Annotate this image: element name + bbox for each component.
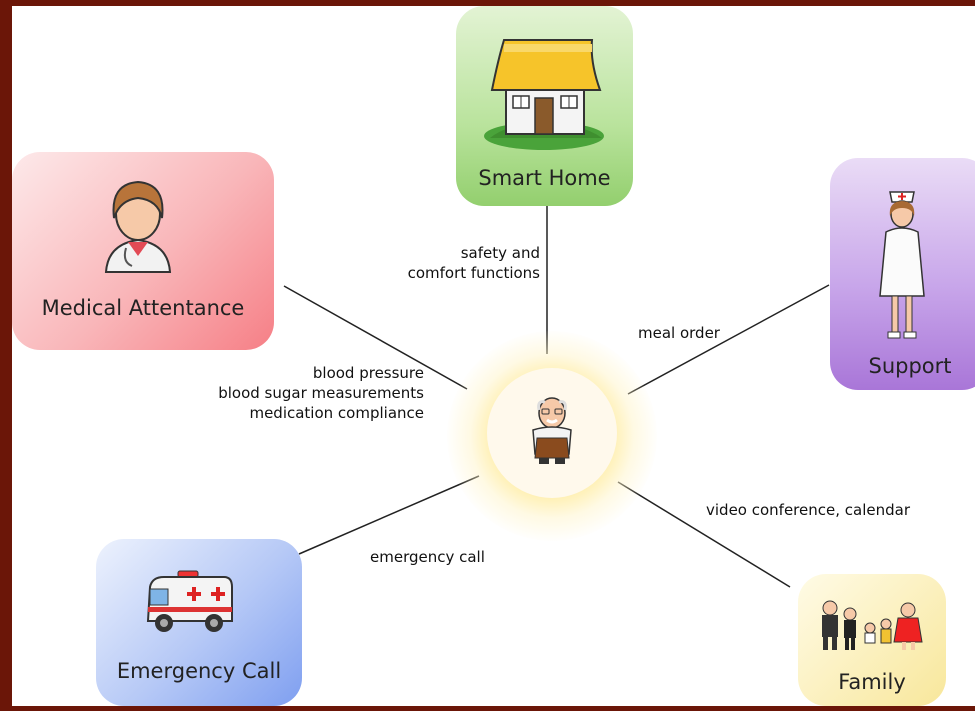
house-icon: [484, 39, 604, 150]
family-label: Family: [838, 670, 906, 694]
edge-label-smart-home: safety and comfort functions: [372, 243, 540, 283]
family-icon: [822, 600, 923, 650]
diagram-canvas: Smart Home Medical Attentance Support: [12, 6, 975, 706]
edge-label-family-line1: video conference, calendar: [706, 501, 910, 519]
smart-home-label: Smart Home: [478, 166, 611, 190]
link-emergency: [298, 475, 480, 555]
edge-label-family: video conference, calendar: [706, 500, 910, 520]
edge-label-medical-line1: blood pressure: [312, 364, 424, 382]
family-node[interactable]: Family: [798, 574, 946, 706]
support-node[interactable]: Support: [830, 158, 975, 390]
link-support: [627, 284, 830, 395]
smart-home-node[interactable]: Smart Home: [456, 6, 633, 206]
elderly-person-icon: [532, 397, 572, 464]
edge-label-medical: blood pressure blood sugar measurements …: [172, 363, 424, 423]
medical-attentance-label: Medical Attentance: [41, 296, 245, 320]
nurse-icon: [879, 191, 925, 339]
support-label: Support: [868, 354, 952, 378]
edge-label-smart-home-line1: safety and: [460, 244, 540, 262]
connection-lines: [283, 198, 830, 588]
edge-label-support-line1: meal order: [638, 324, 720, 342]
edge-label-emergency-line1: emergency call: [370, 548, 485, 566]
emergency-call-label: Emergency Call: [116, 659, 282, 683]
edge-label-smart-home-line2: comfort functions: [407, 264, 540, 282]
link-family: [617, 481, 791, 588]
medical-attentance-node[interactable]: Medical Attentance: [12, 152, 274, 350]
ambulance-icon: [146, 570, 233, 632]
edge-label-emergency: emergency call: [370, 547, 485, 567]
center-node[interactable]: [487, 368, 617, 498]
link-medical: [283, 285, 468, 390]
edge-label-medical-line3: medication compliance: [249, 404, 424, 422]
edge-label-medical-line2: blood sugar measurements: [218, 384, 424, 402]
doctor-icon: [104, 180, 172, 273]
emergency-call-node[interactable]: Emergency Call: [96, 539, 302, 706]
edge-label-support: meal order: [638, 323, 720, 343]
